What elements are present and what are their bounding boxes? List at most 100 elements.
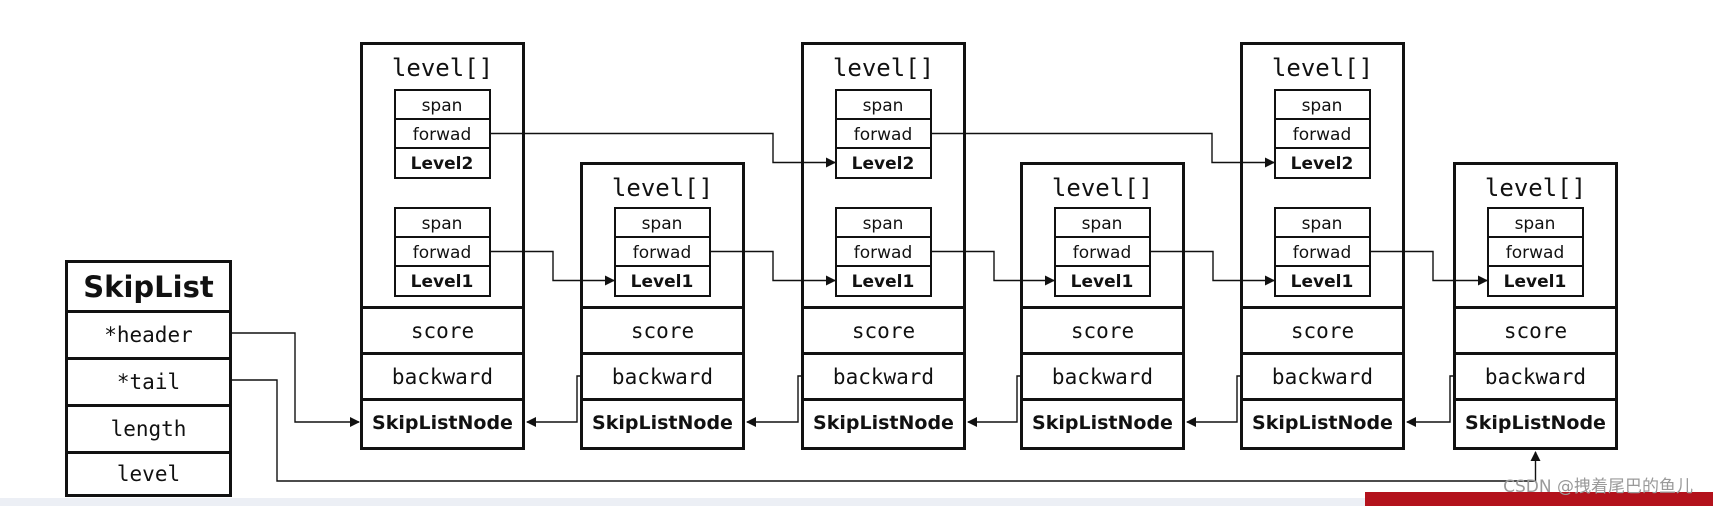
row-divider: [1489, 236, 1582, 238]
section-divider: [363, 398, 522, 401]
span-field: span: [421, 213, 463, 234]
node-type-label: SkipListNode: [1032, 411, 1173, 434]
level-label: Level1: [410, 271, 474, 292]
row-divider: [1276, 265, 1369, 267]
level-label: Level1: [851, 271, 915, 292]
row-divider: [396, 236, 489, 238]
score-field: score: [1503, 318, 1568, 343]
score-field: score: [851, 318, 916, 343]
level-label: Level2: [410, 153, 474, 174]
forward-pointer-arrow: [491, 132, 836, 168]
row-divider: [1276, 236, 1369, 238]
backward-field: backward: [1484, 364, 1587, 389]
levels-title: level[]: [1484, 174, 1587, 202]
skiplist-struct: SkipList *header *tail length level: [65, 260, 232, 497]
watermark-text: CSDN @拽着尾巴的鱼儿: [1503, 477, 1693, 497]
section-divider: [1243, 352, 1402, 355]
node-type-label: SkipListNode: [1465, 411, 1606, 434]
row-divider: [396, 147, 489, 149]
forward-field: forwad: [853, 124, 913, 145]
row-divider: [616, 265, 709, 267]
backward-field: backward: [1051, 364, 1154, 389]
row-divider: [1056, 265, 1149, 267]
forward-field: forwad: [412, 242, 472, 263]
score-field: score: [630, 318, 695, 343]
banner-strip: [1365, 492, 1713, 506]
score-field: score: [1290, 318, 1355, 343]
section-divider: [583, 306, 742, 309]
backward-pointer-arrow: [967, 375, 1020, 427]
row-divider: [1056, 236, 1149, 238]
section-divider: [1456, 306, 1615, 309]
backward-pointer-arrow: [526, 375, 580, 427]
page-footer-bar: [0, 498, 1713, 506]
span-field: span: [1514, 213, 1556, 234]
row-divider: [837, 265, 930, 267]
forward-field: forwad: [1292, 124, 1352, 145]
section-divider: [1023, 306, 1182, 309]
span-field: span: [641, 213, 683, 234]
node-type-label: SkipListNode: [372, 411, 513, 434]
forward-field: forwad: [1505, 242, 1565, 263]
forward-pointer-arrow: [711, 250, 836, 286]
levels-title: level[]: [1051, 174, 1154, 202]
row-divider: [1276, 147, 1369, 149]
section-divider: [804, 306, 963, 309]
header-pointer-arrow: [232, 332, 360, 427]
forward-pointer-arrow: [491, 250, 615, 286]
row-divider: [396, 265, 489, 267]
forward-pointer-arrow: [1151, 250, 1275, 286]
forward-field: forwad: [412, 124, 472, 145]
section-divider: [1456, 398, 1615, 401]
skiplist-field-tail: *tail: [116, 370, 181, 394]
section-divider: [1023, 398, 1182, 401]
section-divider: [1243, 398, 1402, 401]
section-divider: [583, 398, 742, 401]
levels-title: level[]: [611, 174, 714, 202]
backward-field: backward: [391, 364, 494, 389]
row-divider: [1489, 265, 1582, 267]
forward-pointer-arrow: [932, 250, 1055, 286]
forward-field: forwad: [853, 242, 913, 263]
backward-field: backward: [1271, 364, 1374, 389]
backward-pointer-arrow: [1186, 375, 1240, 427]
backward-field: backward: [611, 364, 714, 389]
row-divider: [837, 236, 930, 238]
span-field: span: [862, 95, 904, 116]
level-label: Level1: [1503, 271, 1567, 292]
section-divider: [804, 398, 963, 401]
span-field: span: [421, 95, 463, 116]
forward-field: forwad: [1292, 242, 1352, 263]
levels-title: level[]: [832, 54, 935, 82]
level-label: Level1: [630, 271, 694, 292]
span-field: span: [1081, 213, 1123, 234]
level-label: Level2: [851, 153, 915, 174]
node-type-label: SkipListNode: [1252, 411, 1393, 434]
skiplist-field-level: level: [116, 462, 181, 486]
node-type-label: SkipListNode: [813, 411, 954, 434]
tail-pointer-arrow: [232, 379, 1541, 482]
forward-pointer-arrow: [932, 132, 1275, 168]
skiplist-field-header: *header: [104, 323, 193, 347]
section-divider: [363, 306, 522, 309]
row-divider: [837, 147, 930, 149]
section-divider: [583, 352, 742, 355]
levels-title: level[]: [1271, 54, 1374, 82]
backward-field: backward: [832, 364, 935, 389]
span-field: span: [1301, 213, 1343, 234]
forward-pointer-arrow: [1371, 250, 1488, 286]
levels-title: level[]: [391, 54, 494, 82]
backward-pointer-arrow: [746, 375, 801, 427]
forward-field: forwad: [632, 242, 692, 263]
